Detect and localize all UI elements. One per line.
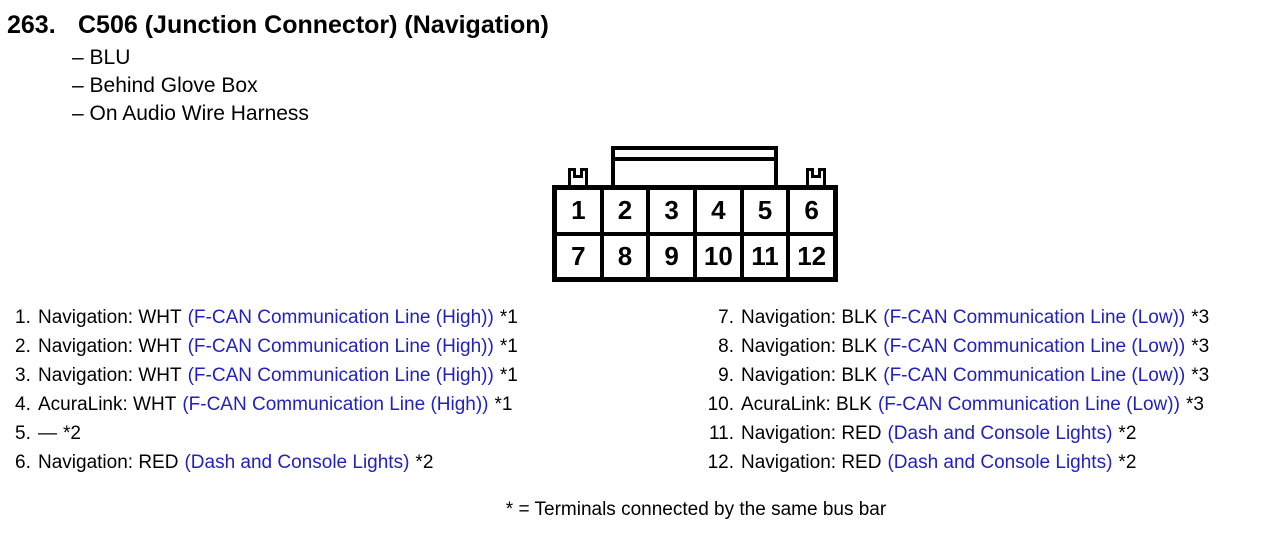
pin-note: *3 xyxy=(1191,307,1210,328)
pin-signal: (F-CAN Communication Line (Low)) xyxy=(877,394,1180,415)
pin-number: 12. xyxy=(707,452,734,473)
pin-signal: (F-CAN Communication Line (Low)) xyxy=(883,365,1186,386)
pin-label: Navigation: RED xyxy=(741,423,882,444)
pin-label: AcuraLink: BLK xyxy=(741,394,872,415)
pin-note: *3 xyxy=(1185,394,1204,415)
pin-label: AcuraLink: WHT xyxy=(38,394,177,415)
pin-number: 7. xyxy=(718,307,734,328)
pin-label: — xyxy=(38,423,57,444)
pin-number: 3. xyxy=(15,365,31,386)
pin-row-8: 8. Navigation: BLK (F-CAN Communication … xyxy=(706,332,1209,361)
pin-row-12: 12. Navigation: RED (Dash and Console Li… xyxy=(706,448,1209,477)
pin-cell-11: 11 xyxy=(743,235,787,277)
pin-label: Navigation: RED xyxy=(741,452,882,473)
pin-row-4: 4. AcuraLink: WHT (F-CAN Communication L… xyxy=(15,390,518,419)
pin-row-11: 11. Navigation: RED (Dash and Console Li… xyxy=(706,419,1209,448)
pin-signal: (Dash and Console Lights) xyxy=(887,423,1113,444)
pin-row-3: 3. Navigation: WHT (F-CAN Communication … xyxy=(15,361,518,390)
bus-bar-footnote: * = Terminals connected by the same bus … xyxy=(505,499,887,520)
pin-row-9: 9. Navigation: BLK (F-CAN Communication … xyxy=(706,361,1209,390)
pin-cell-3: 3 xyxy=(650,190,693,232)
pin-cell-8: 8 xyxy=(603,235,647,277)
pin-label: Navigation: BLK xyxy=(741,365,878,386)
connector-notch-right-icon xyxy=(806,168,826,185)
pin-note: *1 xyxy=(499,336,518,357)
detail-location: – Behind Glove Box xyxy=(72,74,258,97)
pin-row-7: 7. Navigation: BLK (F-CAN Communication … xyxy=(706,303,1209,332)
pin-note: *1 xyxy=(499,307,518,328)
pin-signal: (F-CAN Communication Line (High)) xyxy=(187,307,494,328)
pin-note: *2 xyxy=(1118,423,1137,444)
pin-label: Navigation: WHT xyxy=(38,365,182,386)
pin-note: *2 xyxy=(415,452,434,473)
detail-harness: – On Audio Wire Harness xyxy=(72,102,309,125)
pin-row-2: 2. Navigation: WHT (F-CAN Communication … xyxy=(15,332,518,361)
pin-number: 1. xyxy=(15,307,31,328)
pin-label: Navigation: BLK xyxy=(741,307,878,328)
pin-cell-6: 6 xyxy=(790,190,833,232)
connector-title: C506 (Junction Connector) (Navigation) xyxy=(78,11,549,39)
pin-row-10: 10. AcuraLink: BLK (F-CAN Communication … xyxy=(706,390,1209,419)
pin-list-left: 1. Navigation: WHT (F-CAN Communication … xyxy=(15,303,518,477)
pin-label: Navigation: BLK xyxy=(741,336,878,357)
pin-cell-9: 9 xyxy=(650,235,693,277)
pin-row-6: 6. Navigation: RED (Dash and Console Lig… xyxy=(15,448,518,477)
pin-signal: (F-CAN Communication Line (High)) xyxy=(182,394,489,415)
pin-note: *1 xyxy=(499,365,518,386)
pin-signal: (F-CAN Communication Line (High)) xyxy=(187,365,494,386)
item-number: 263. xyxy=(7,11,56,39)
pin-number: 4. xyxy=(15,394,31,415)
pin-signal: (Dash and Console Lights) xyxy=(184,452,410,473)
pin-signal: (F-CAN Communication Line (Low)) xyxy=(883,307,1186,328)
detail-color: – BLU xyxy=(72,46,131,69)
connector-pin-grid: 1 2 3 4 5 6 7 8 9 10 11 12 xyxy=(552,185,838,282)
pin-note: *1 xyxy=(494,394,513,415)
pin-note: *3 xyxy=(1191,365,1210,386)
pin-signal: (F-CAN Communication Line (Low)) xyxy=(883,336,1186,357)
pin-number: 5. xyxy=(15,423,31,444)
pin-cell-1: 1 xyxy=(557,190,600,232)
pin-row-1: 1. Navigation: WHT (F-CAN Communication … xyxy=(15,303,518,332)
latch-rib xyxy=(615,150,774,161)
pin-cell-5: 5 xyxy=(743,190,787,232)
pin-number: 6. xyxy=(15,452,31,473)
pin-note: *3 xyxy=(1191,336,1210,357)
pin-list-right: 7. Navigation: BLK (F-CAN Communication … xyxy=(706,303,1210,477)
pin-signal: (F-CAN Communication Line (High)) xyxy=(187,336,494,357)
pin-number: 9. xyxy=(718,365,734,386)
pin-number: 2. xyxy=(15,336,31,357)
connector-latch xyxy=(611,146,778,185)
pin-note: *2 xyxy=(1118,452,1137,473)
pin-cell-4: 4 xyxy=(697,190,740,232)
pin-number: 8. xyxy=(718,336,734,357)
pin-cell-2: 2 xyxy=(603,190,647,232)
pin-cell-10: 10 xyxy=(697,235,740,277)
pin-number: 11. xyxy=(708,423,734,444)
pin-note: *2 xyxy=(63,423,81,444)
pin-cell-12: 12 xyxy=(790,235,833,277)
connector-notch-left-icon xyxy=(568,168,588,185)
pin-signal: (Dash and Console Lights) xyxy=(887,452,1113,473)
connector-details: – BLU – Behind Glove Box – On Audio Wire… xyxy=(72,44,309,128)
page-title: 263. C506 (Junction Connector) (Navigati… xyxy=(7,10,549,40)
pin-row-5: 5. — *2 xyxy=(15,419,518,448)
connector-diagram: 1 2 3 4 5 6 7 8 9 10 11 12 xyxy=(552,146,840,282)
pin-label: Navigation: WHT xyxy=(38,307,182,328)
pin-cell-7: 7 xyxy=(557,235,600,277)
pin-number: 10. xyxy=(707,394,734,415)
pin-label: Navigation: RED xyxy=(38,452,179,473)
pin-label: Navigation: WHT xyxy=(38,336,182,357)
